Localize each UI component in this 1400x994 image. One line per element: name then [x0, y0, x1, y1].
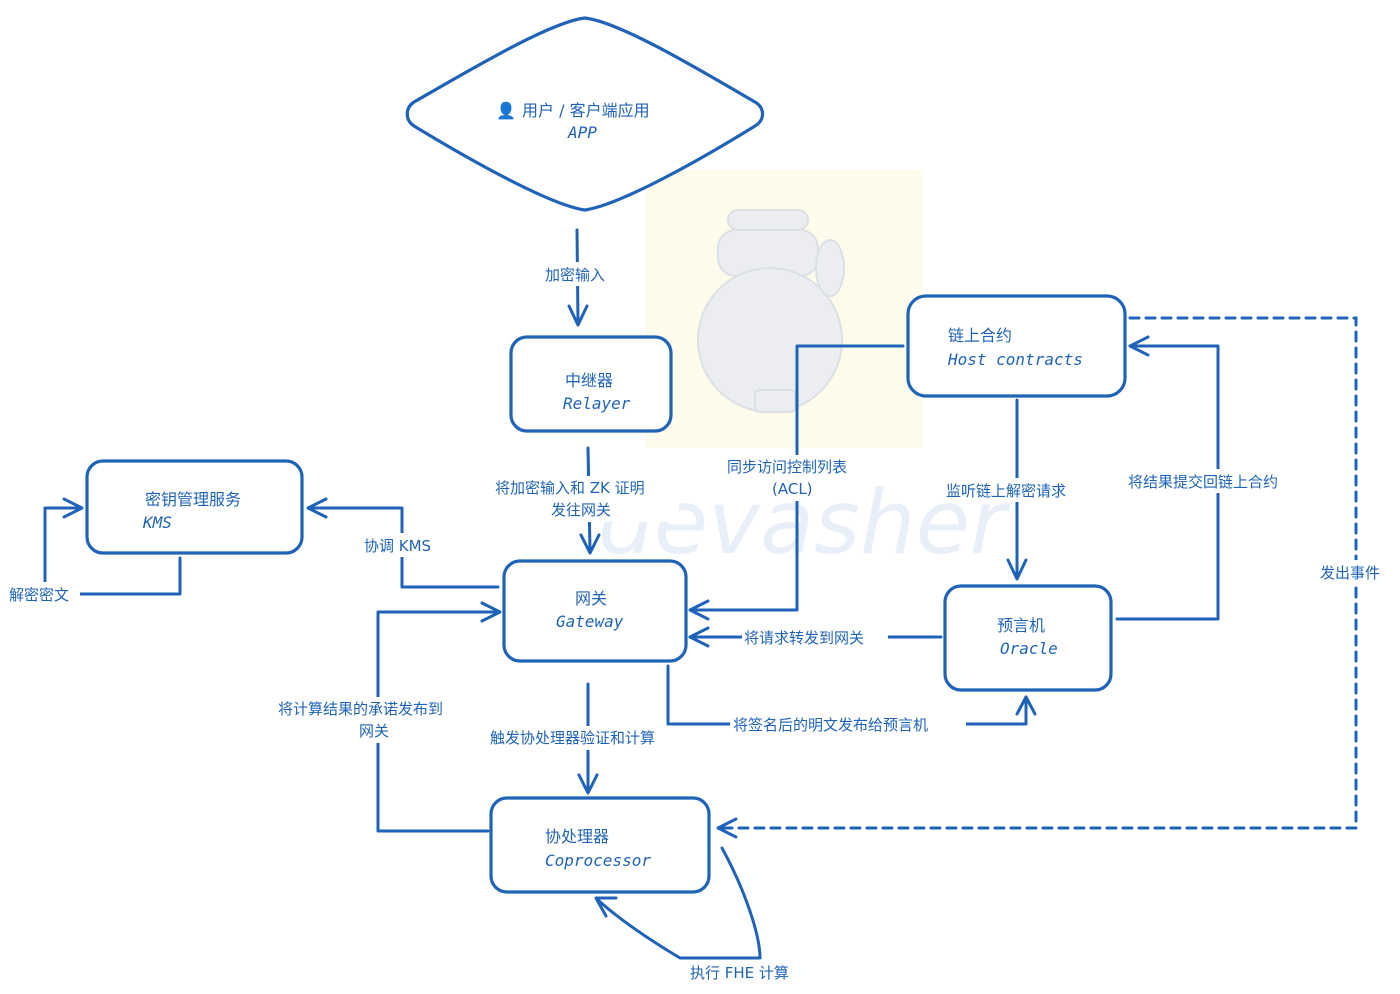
- relayer-title: 中继器: [565, 371, 613, 390]
- label-publish-plaintext: 将签名后的明文发布给预言机: [733, 716, 928, 734]
- node-app[interactable]: 👤 用户 / 客户端应用 APP: [405, 16, 765, 212]
- mascot-watermark-icon: [697, 209, 845, 413]
- oracle-box: [943, 584, 1113, 692]
- app-title: 用户 / 客户端应用: [522, 101, 650, 120]
- label-relay-to-gateway-line1: 将加密输入和 ZK 证明: [495, 479, 645, 497]
- oracle-subtitle: Oracle: [1000, 639, 1058, 658]
- coprocessor-box: [489, 796, 711, 894]
- label-exec-fhe: 执行 FHE 计算: [690, 964, 789, 982]
- oracle-title: 预言机: [997, 616, 1045, 635]
- arrowhead-gateway-top: [579, 533, 601, 555]
- label-forward-request: 将请求转发到网关: [744, 629, 864, 647]
- host-box: [906, 294, 1127, 398]
- label-sync-acl-line1: 同步访问控制列表: [727, 458, 847, 476]
- kms-subtitle: KMS: [142, 513, 172, 532]
- app-diamond: [405, 16, 765, 212]
- edge-coprocessor-self-loop: [596, 846, 762, 960]
- arrowhead-kms: [306, 497, 328, 519]
- gateway-title: 网关: [575, 589, 607, 608]
- arrowhead-coprocessor-top: [577, 773, 599, 795]
- coprocessor-title: 协处理器: [545, 827, 609, 846]
- arrowhead-gateway-acl: [688, 599, 710, 621]
- coprocessor-subtitle: Coprocessor: [545, 851, 651, 870]
- arrowhead-host-right: [1128, 335, 1150, 357]
- gateway-subtitle: Gateway: [556, 612, 624, 631]
- app-subtitle: APP: [567, 123, 597, 142]
- node-relayer[interactable]: 中继器 Relayer: [509, 335, 673, 433]
- label-trigger-verify: 触发协处理器验证和计算: [490, 729, 655, 747]
- edge-labels: 加密输入 将加密输入和 ZK 证明 发往网关 协调 KMS 解密密文 同步访问控…: [6, 262, 1392, 984]
- node-gateway[interactable]: 网关 Gateway: [502, 559, 688, 663]
- host-subtitle: Host contracts: [947, 350, 1083, 369]
- relayer-subtitle: Relayer: [563, 394, 631, 413]
- label-publish-commit-line1: 将计算结果的承诺发布到: [278, 700, 443, 718]
- arrowhead-oracle-bottom: [1015, 695, 1037, 716]
- gateway-box: [502, 559, 688, 663]
- label-listen-decrypt: 监听链上解密请求: [946, 482, 1066, 500]
- label-encrypt-input: 加密输入: [545, 266, 605, 284]
- arrowhead-coprocessor-loop: [594, 896, 618, 918]
- kms-title: 密钥管理服务: [145, 490, 241, 509]
- label-decrypt-cipher: 解密密文: [9, 586, 69, 604]
- arrowhead-relayer: [567, 304, 589, 327]
- node-oracle[interactable]: 预言机 Oracle: [943, 584, 1113, 692]
- label-coordinate-kms: 协调 KMS: [364, 537, 431, 555]
- label-emit-event: 发出事件: [1320, 564, 1380, 582]
- host-title: 链上合约: [948, 326, 1012, 345]
- label-sync-acl-line2: (ACL): [772, 480, 813, 498]
- label-relay-to-gateway-line2: 发往网关: [551, 501, 611, 519]
- arrowhead-coprocessor-event: [716, 817, 738, 839]
- node-host-contracts[interactable]: 链上合约 Host contracts: [906, 294, 1127, 398]
- node-coprocessor[interactable]: 协处理器 Coprocessor: [489, 796, 711, 894]
- arrowhead-gateway-forward: [688, 626, 710, 648]
- relayer-box: [509, 335, 673, 433]
- user-icon: 👤: [496, 101, 516, 120]
- node-kms[interactable]: 密钥管理服务 KMS: [85, 459, 304, 555]
- arrowhead-oracle-top: [1006, 558, 1028, 581]
- arrowhead-gateway-commit: [480, 601, 502, 623]
- label-submit-result: 将结果提交回链上合约: [1128, 473, 1278, 491]
- arrowhead-kms-loop: [62, 497, 84, 519]
- kms-box: [85, 459, 304, 555]
- label-publish-commit-line2: 网关: [359, 722, 389, 740]
